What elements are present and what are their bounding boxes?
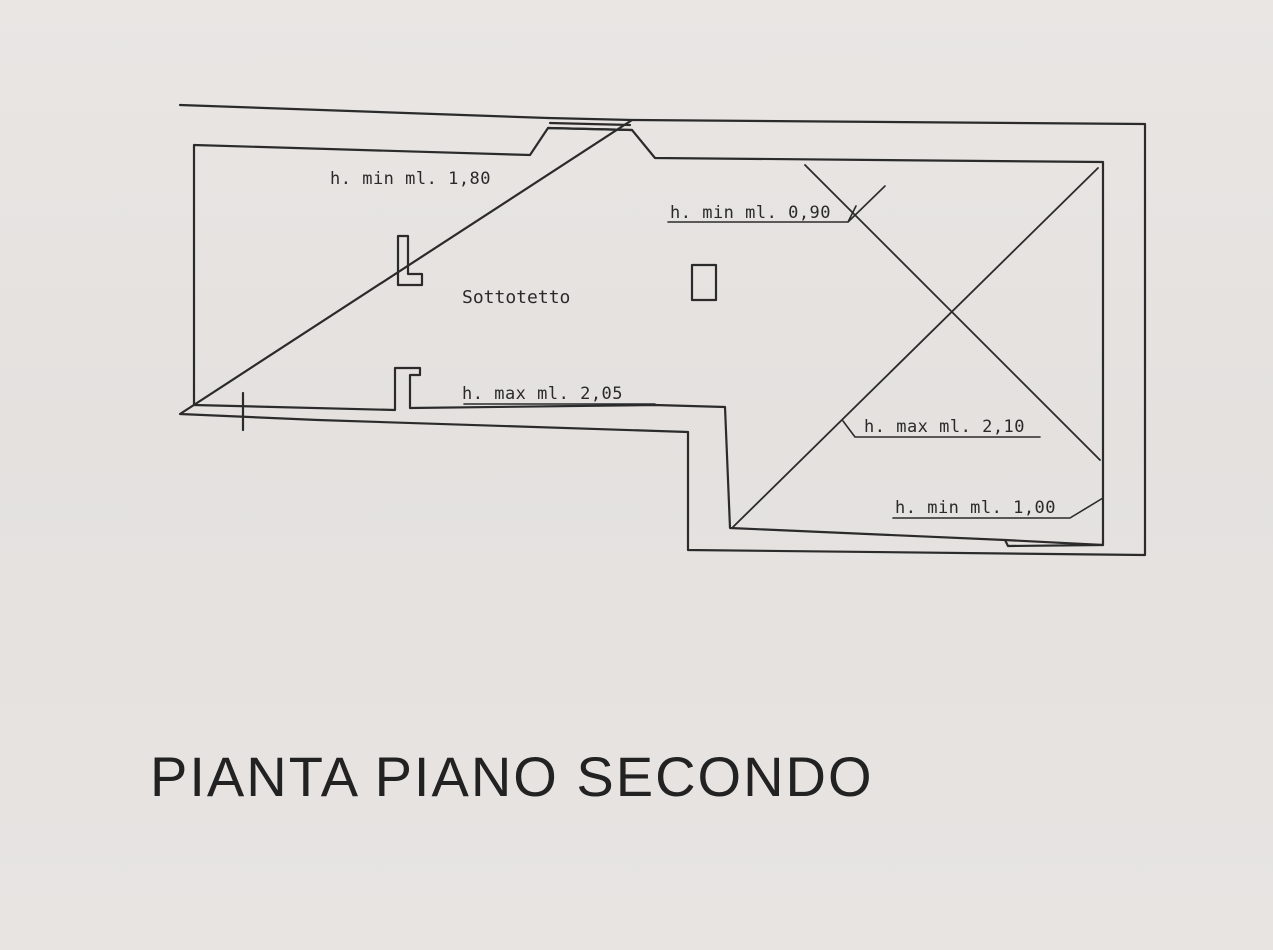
skylight (690, 263, 718, 302)
room-name-label: Sottotetto (462, 287, 570, 308)
leader-min-090 (667, 185, 886, 223)
outer-wall (178, 103, 1147, 557)
drawing-title: PIANTA PIANO SECONDO (150, 745, 874, 808)
chimney-stack (396, 234, 424, 287)
bottom-edge-detail (1003, 538, 1105, 548)
leader-min-100 (892, 497, 1104, 519)
window (546, 116, 634, 132)
leader-max-210 (842, 420, 1041, 438)
inner-wall (192, 126, 1105, 547)
height-label-min-180: h. min ml. 1,80 (330, 169, 491, 189)
height-label-min-090: h. min ml. 0,90 (670, 203, 831, 223)
height-label-max-205: h. max ml. 2,05 (462, 384, 623, 404)
height-label-max-210: h. max ml. 2,10 (864, 417, 1025, 437)
roof-diagonal-2 (732, 167, 1099, 528)
height-label-min-100: h. min ml. 1,00 (895, 498, 1056, 518)
roof-diagonal-1 (804, 164, 1101, 461)
